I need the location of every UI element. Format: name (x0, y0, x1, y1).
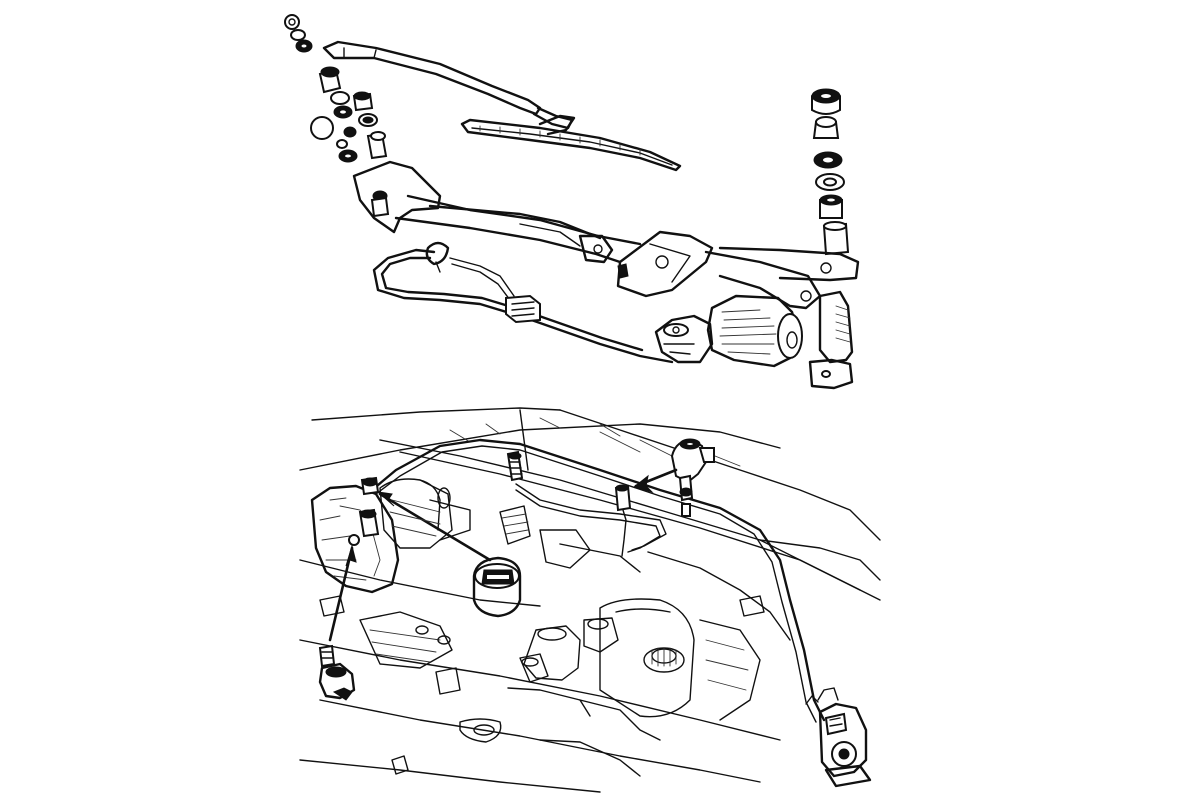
spindle-fixings-left (284, 14, 390, 218)
washer-jets (506, 450, 632, 512)
lower-engine-bay (299, 407, 881, 793)
servo (379, 478, 641, 573)
upper-wiper-assembly (284, 14, 860, 390)
reservoir-cap (376, 491, 522, 618)
mounting-bracket (808, 290, 854, 390)
washer-tubing (370, 438, 826, 723)
harness-connector (505, 294, 541, 324)
wiring-harness (372, 241, 674, 364)
bodywork-outline (299, 407, 881, 793)
engine-details (319, 595, 765, 777)
linkage-frame (352, 160, 860, 310)
reservoir-pump (318, 544, 357, 701)
washer-reservoir (310, 476, 400, 594)
tubing-connector (632, 438, 715, 517)
wiper-motor (654, 294, 803, 368)
spindle-fixings-right (811, 88, 850, 256)
brake-master-cylinder (507, 598, 695, 741)
headlamp-washer-motor (805, 687, 872, 788)
wiper-blade (460, 114, 682, 172)
